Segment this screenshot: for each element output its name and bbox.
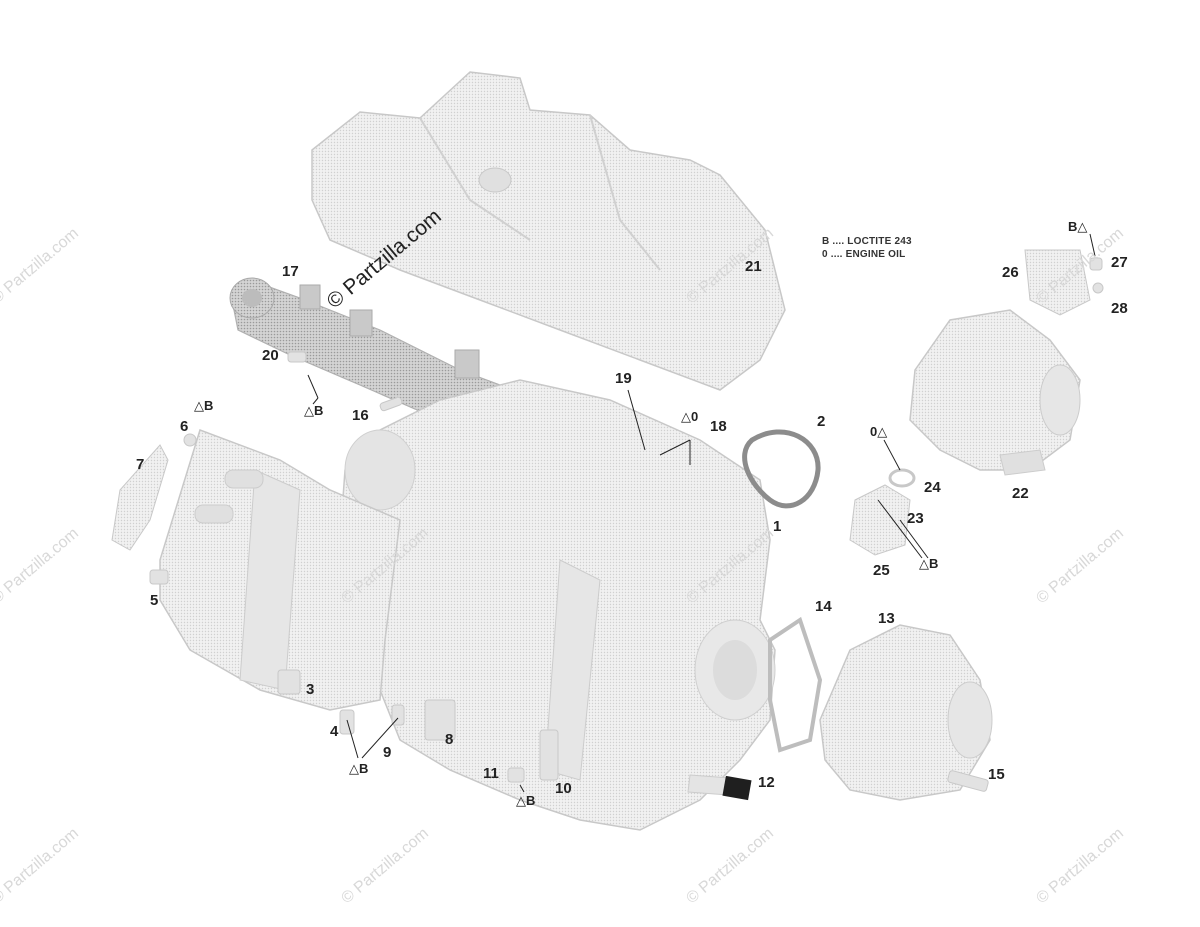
throttle-body-13 <box>819 624 993 801</box>
callout-12[interactable]: 12 <box>758 774 775 791</box>
callout-4[interactable]: 4 <box>330 723 339 740</box>
callout-22[interactable]: 22 <box>1012 485 1029 502</box>
callout-15[interactable]: 15 <box>988 766 1005 783</box>
callout-2[interactable]: 2 <box>817 413 826 430</box>
callout-25[interactable]: 25 <box>873 562 890 579</box>
callout-17[interactable]: 17 <box>282 263 299 280</box>
throttle-body-22 <box>909 309 1081 476</box>
bracket-7 <box>111 444 169 551</box>
sensor-12 <box>687 774 752 801</box>
callout-21[interactable]: 21 <box>745 258 762 275</box>
callout-24[interactable]: 24 <box>924 479 941 496</box>
loctite-symbol: △B <box>919 556 939 571</box>
callout-10[interactable]: 10 <box>555 780 572 797</box>
gasket-2 <box>742 429 821 509</box>
elbow-26 <box>1024 249 1091 316</box>
leader-lines <box>307 233 1096 793</box>
callout-3[interactable]: 3 <box>306 681 315 698</box>
callout-5[interactable]: 5 <box>150 592 159 609</box>
loctite-symbol: △B <box>304 403 324 418</box>
callout-7[interactable]: 7 <box>136 456 145 473</box>
callout-6[interactable]: 6 <box>180 418 189 435</box>
callout-14[interactable]: 14 <box>815 598 832 615</box>
loctite-symbol: △B <box>349 761 369 776</box>
callout-19[interactable]: 19 <box>615 370 632 387</box>
callout-1[interactable]: 1 <box>773 518 782 535</box>
fasteners <box>149 257 1104 792</box>
loctite-symbol: B△ <box>1068 219 1088 234</box>
callout-11[interactable]: 11 <box>483 765 499 782</box>
plenum-box-3 <box>159 429 401 711</box>
loctite-symbol: △B <box>194 398 214 413</box>
legend-loctite: B .... LOCTITE 243 <box>822 236 912 247</box>
sensor-23 <box>849 484 911 556</box>
legend-engine-oil: 0 .... ENGINE OIL <box>822 249 906 260</box>
o-ring-24 <box>888 468 916 488</box>
callout-27[interactable]: 27 <box>1111 254 1128 271</box>
callout-18[interactable]: 18 <box>710 418 727 435</box>
loctite-symbol: △B <box>516 793 536 808</box>
callout-23[interactable]: 23 <box>907 510 924 527</box>
engine-oil-symbol: △0 <box>681 409 699 424</box>
callout-13[interactable]: 13 <box>878 610 895 627</box>
engine-oil-symbol: 0△ <box>870 424 888 439</box>
callout-9[interactable]: 9 <box>383 744 392 761</box>
callout-16[interactable]: 16 <box>352 407 369 424</box>
intake-cover-21 <box>311 71 786 391</box>
callout-26[interactable]: 26 <box>1002 264 1019 281</box>
callout-8[interactable]: 8 <box>445 731 454 748</box>
callout-20[interactable]: 20 <box>262 347 279 364</box>
callout-28[interactable]: 28 <box>1111 300 1128 317</box>
gasket-14 <box>768 616 823 753</box>
legend: B .... LOCTITE 243 0 .... ENGINE OIL <box>822 235 912 261</box>
